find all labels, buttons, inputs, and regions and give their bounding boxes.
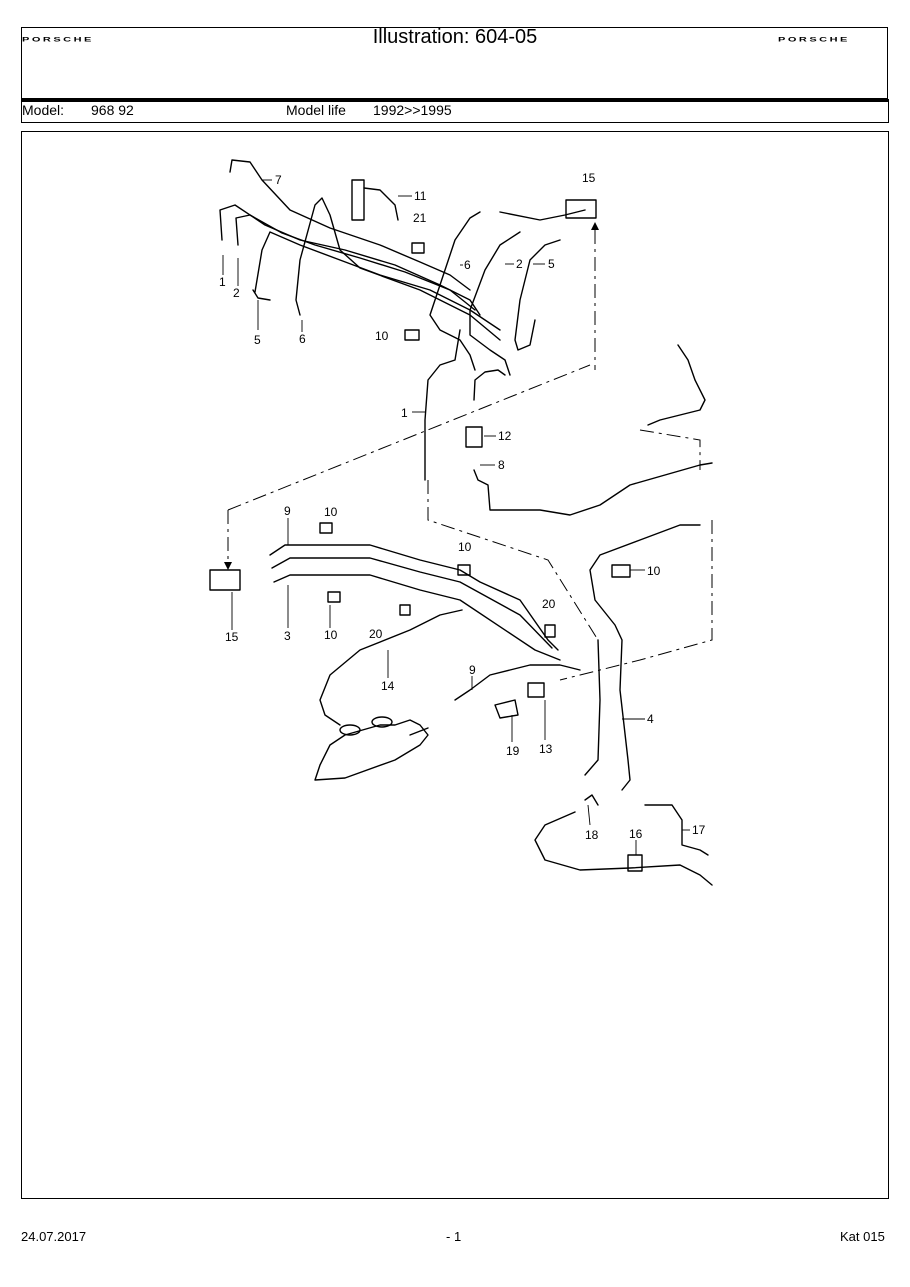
callout-18: 18: [585, 828, 599, 842]
callout-21: 21: [413, 211, 427, 225]
callout-5-left: 5: [254, 333, 261, 347]
callout-1-middle: 1: [401, 406, 408, 420]
callout-19: 19: [506, 744, 520, 758]
page-title: Illustration: 604-05: [372, 26, 538, 48]
callout-7: 7: [275, 173, 282, 187]
callout-12: 12: [498, 429, 512, 443]
line-2-upper: [235, 214, 476, 311]
callout-6-left: 6: [299, 332, 306, 346]
hose-16: [534, 811, 713, 886]
porsche-logo-left: PORSCHE: [22, 36, 94, 44]
line-6-upper: [295, 197, 501, 341]
line-1-down: [424, 329, 461, 481]
line-2-right: [469, 231, 521, 376]
callout-20-right: 20: [542, 597, 556, 611]
line-15-upper-link: [499, 209, 586, 221]
line-14: [319, 609, 463, 726]
porsche-logo-right: PORSCHE: [778, 36, 850, 44]
callout-8: 8: [498, 458, 505, 472]
line-5-bend: [252, 289, 271, 301]
line-17: [644, 804, 709, 856]
callout-9-lower: 9: [469, 663, 476, 677]
callout-10-center: 10: [458, 540, 472, 554]
line-8: [473, 462, 713, 516]
model-life-value: 1992>>1995: [373, 102, 452, 118]
callout-14: 14: [381, 679, 395, 693]
callout-15-lower: 15: [225, 630, 239, 644]
callout-10-left-upper: 10: [324, 505, 338, 519]
header-frame: [21, 27, 888, 99]
callout-17: 17: [692, 823, 706, 837]
model-bar-frame: [21, 102, 889, 123]
footer-date: 24.07.2017: [21, 1229, 87, 1244]
model-value: 968 92: [91, 102, 134, 118]
diagram-frame: [21, 131, 889, 1199]
brake-line-diagram: 7 11 21 15 6 2 5 1 2 5 6 10 1 12 8 9 10 …: [209, 159, 713, 886]
callout-1-upper: 1: [219, 275, 226, 289]
line-1-upper: [219, 204, 481, 316]
line-7: [229, 159, 471, 291]
callout-11: 11: [414, 189, 427, 203]
callout-6-right: 6: [464, 258, 471, 272]
footer-page-number: - 1: [446, 1229, 462, 1244]
callout-20-left: 20: [369, 627, 383, 641]
master-cylinder: [314, 719, 429, 781]
line-6-right: [429, 211, 481, 371]
footer-catalog: Kat 015: [840, 1229, 885, 1244]
header-rule: [21, 99, 889, 102]
callout-2-left: 2: [233, 286, 240, 300]
callout-9-upper: 9: [284, 504, 291, 518]
model-label: Model:: [22, 102, 65, 118]
line-12-feed: [473, 369, 506, 401]
callout-10-upper: 10: [375, 329, 389, 343]
line-9: [269, 544, 559, 651]
callout-3: 3: [284, 629, 291, 643]
line-middle: [271, 557, 553, 649]
model-life-label: Model life: [286, 102, 346, 118]
line-upper-right: [647, 344, 706, 426]
callout-10-right: 10: [647, 564, 661, 578]
callout-5-right: 5: [548, 257, 555, 271]
callout-2-right: 2: [516, 257, 523, 271]
line-5-upper: [254, 231, 501, 331]
line-1-lower: [584, 639, 601, 776]
callout-13: 13: [539, 742, 553, 756]
line-4: [589, 524, 701, 791]
callout-16: 16: [629, 827, 643, 841]
callout-4: 4: [647, 712, 654, 726]
line-5-right: [514, 239, 561, 351]
line-3: [273, 574, 561, 661]
line-9-lower: [454, 664, 581, 701]
callout-10-left-lower: 10: [324, 628, 338, 642]
callout-15-upper: 15: [582, 171, 596, 185]
